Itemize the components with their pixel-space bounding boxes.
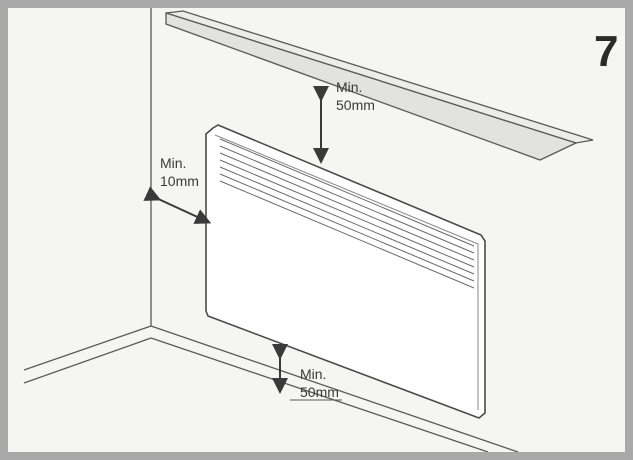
bottom-clearance-value: 50mm: [300, 384, 339, 400]
heater-inner-edge: [214, 134, 479, 410]
top-clearance-label: Min. 50mm: [336, 78, 375, 114]
step-number: 7: [594, 27, 619, 76]
side-clearance-label: Min. 10mm: [160, 154, 199, 190]
top-clearance-value: 50mm: [336, 97, 375, 113]
panel-heater: [205, 124, 486, 419]
side-clearance-arrow: [143, 186, 212, 224]
skirting-left-bottom: [23, 337, 152, 384]
top-clearance-min: Min.: [336, 79, 363, 95]
side-clearance-value: 10mm: [160, 173, 199, 189]
skirting-left-top: [23, 325, 152, 371]
floor-line-front: [150, 337, 489, 452]
room-lines: [23, 8, 519, 452]
side-clearance-min: Min.: [160, 155, 187, 171]
heater-installation-illustration: [23, 8, 594, 452]
heater-body: [205, 124, 486, 419]
shelf: [165, 10, 594, 161]
bottom-clearance-label: Min. 50mm: [300, 365, 339, 401]
bottom-clearance-min: Min.: [300, 366, 327, 382]
shelf-top-face: [165, 10, 594, 144]
clearance-arrows: [143, 86, 329, 394]
floor-line-back: [150, 325, 519, 452]
shelf-front-face: [165, 12, 578, 161]
heater-grille: [219, 138, 475, 289]
